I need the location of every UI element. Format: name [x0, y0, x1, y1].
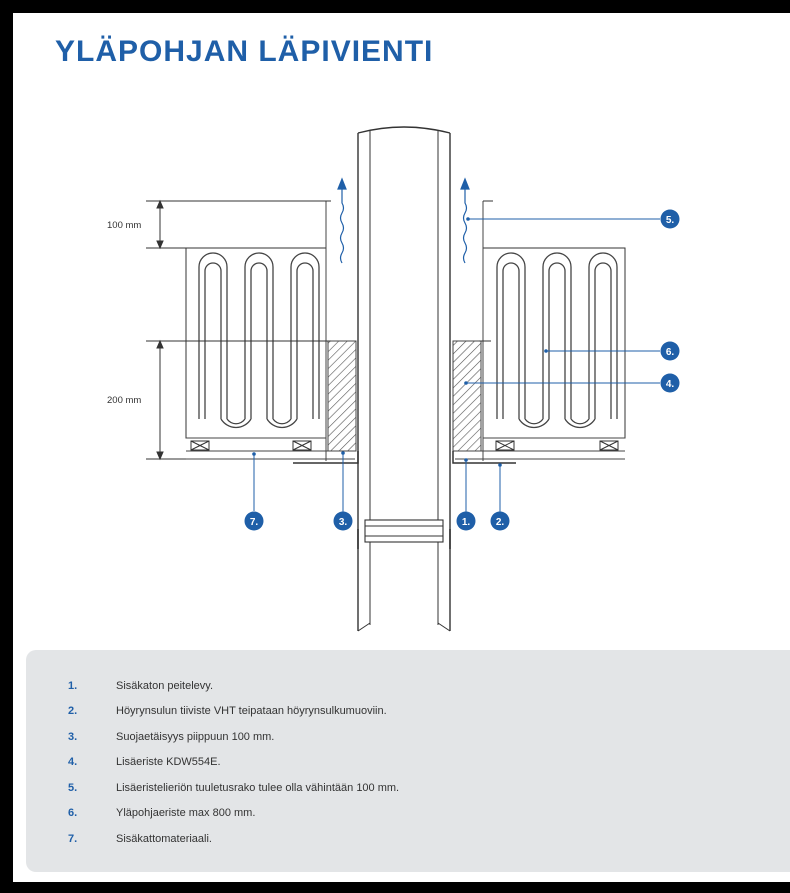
- page: YLÄPOHJAN LÄPIVIENTI: [13, 13, 790, 882]
- roof-penetration-diagram: 100 mm 200 mm 1. 2.: [107, 126, 680, 632]
- callout-4-label: 4.: [666, 379, 675, 390]
- callout-7: 7.: [244, 511, 264, 531]
- callout-4: 4.: [660, 373, 680, 393]
- additional-insulation-right: [452, 340, 482, 452]
- legend-item-4-text: Lisäeriste KDW554E.: [116, 756, 221, 769]
- callout-6: 6.: [660, 341, 680, 361]
- legend-item-6: 6. Yläpohjaeriste max 800 mm.: [68, 801, 790, 827]
- legend-item-6-text: Yläpohjaeriste max 800 mm.: [116, 807, 256, 820]
- callout-7-label: 7.: [250, 517, 259, 528]
- legend-list: 1. Sisäkaton peitelevy. 2. Höyrynsulun tii…: [26, 650, 790, 852]
- additional-insulation-left: [327, 340, 357, 452]
- batten-box: [190, 440, 210, 451]
- legend-item-5: 5. Lisäeristelieriön tuuletusrako tulee o…: [68, 775, 790, 801]
- legend-item-3: 3. Suojaetäisyys piippuun 100 mm.: [68, 724, 790, 750]
- callout-5: 5.: [660, 209, 680, 229]
- batten-box: [495, 440, 515, 451]
- batten-boxes: [190, 440, 619, 451]
- legend-item-1-text: Sisäkaton peitelevy.: [116, 679, 214, 692]
- pipe-joint: [357, 519, 451, 549]
- ventilation-arrow-left: [337, 177, 347, 264]
- chimney-pipe: [357, 126, 451, 632]
- leader-dots: [252, 217, 548, 467]
- legend-item-2-num: 2.: [68, 705, 78, 718]
- callout-6-label: 6.: [666, 347, 675, 358]
- legend-item-3-num: 3.: [68, 730, 78, 743]
- legend-item-6-num: 6.: [68, 807, 78, 820]
- insulation-loops: [198, 252, 618, 429]
- batten-box: [599, 440, 619, 451]
- page-title: YLÄPOHJAN LÄPIVIENTI: [55, 35, 434, 68]
- insulation-loop: [198, 252, 320, 429]
- legend-item-5-num: 5.: [68, 781, 78, 794]
- callout-5-label: 5.: [666, 215, 675, 226]
- cover-plate-right: [452, 451, 516, 464]
- legend-item-2-text: Höyrynsulun tiiviste VHT teipataan höyry…: [116, 705, 387, 718]
- ceiling-layer: [186, 437, 625, 460]
- callout-2: 2.: [490, 511, 510, 531]
- legend-item-3-text: Suojaetäisyys piippuun 100 mm.: [116, 730, 275, 743]
- callout-2-label: 2.: [496, 517, 505, 528]
- legend-panel: 1. Sisäkaton peitelevy. 2. Höyrynsulun tii…: [26, 650, 790, 872]
- dimension-label-100: 100 mm: [107, 220, 141, 231]
- dimension-label-200: 200 mm: [107, 395, 141, 406]
- legend-item-5-text: Lisäeristelieriön tuuletusrako tulee oll…: [116, 781, 400, 794]
- callout-3: 3.: [333, 511, 353, 531]
- insulation-loop: [496, 252, 618, 429]
- legend-item-1: 1. Sisäkaton peitelevy.: [68, 673, 790, 699]
- ventilation-arrow-right: [460, 177, 470, 264]
- insulation-right: [482, 247, 626, 439]
- batten-box: [292, 440, 312, 451]
- legend-item-4: 4. Lisäeriste KDW554E.: [68, 750, 790, 776]
- callout-3-label: 3.: [339, 517, 348, 528]
- callout-1: 1.: [456, 511, 476, 531]
- legend-item-7-num: 7.: [68, 832, 78, 845]
- insulation-cylinder: [325, 201, 484, 461]
- legend-item-1-num: 1.: [68, 679, 78, 692]
- insulation-left: [185, 247, 327, 439]
- dimension-lines: [146, 199, 493, 461]
- legend-item-4-num: 4.: [68, 756, 78, 769]
- legend-item-2: 2. Höyrynsulun tiiviste VHT teipataan höy…: [68, 699, 790, 725]
- callout-1-label: 1.: [462, 517, 471, 528]
- leader-lines: [253, 218, 660, 521]
- legend-item-7-text: Sisäkattomateriaali.: [116, 832, 212, 845]
- legend-item-7: 7. Sisäkattomateriaali.: [68, 826, 790, 852]
